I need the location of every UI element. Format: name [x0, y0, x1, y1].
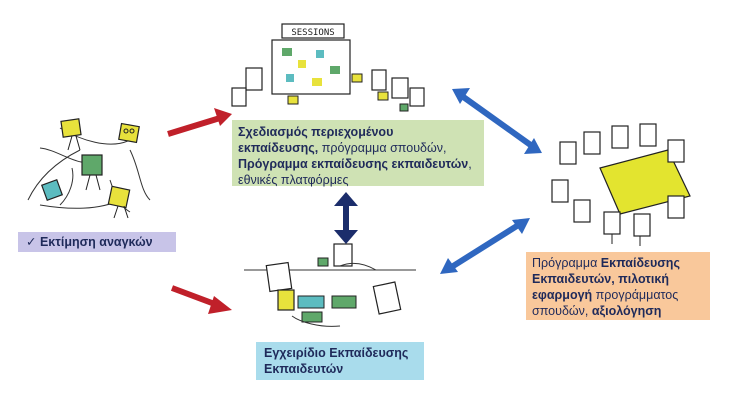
program-line1-normal: Πρόγραμμα — [532, 256, 601, 270]
arrow-manual-meeting — [440, 218, 530, 274]
workshop-group-icon — [244, 243, 416, 327]
program-line4-bold: αξιολόγηση — [591, 304, 662, 318]
program-line3-bold: εφαρμογή — [532, 288, 593, 302]
manual-line2: Εκπαιδευτών — [264, 362, 344, 376]
manual-line1: Εγχειρίδιο Εκπαίδευσης — [264, 346, 409, 360]
program-line4-normal: σπουδών, — [532, 304, 592, 318]
trainer-manual-box: Εγχειρίδιο Εκπαίδευσης Εκπαιδευτών — [256, 342, 424, 380]
design-line1: Σχεδιασμός περιεχομένου — [238, 125, 394, 139]
design-line2-bold: εκπαίδευσης, — [238, 141, 319, 155]
sessions-label: SESSIONS — [291, 28, 334, 38]
program-line2: Εκπαιδευτών, πιλοτική — [532, 272, 669, 286]
meeting-table-icon — [551, 123, 691, 246]
content-design-box: Σχεδιασμός περιεχομένου εκπαίδευσης, πρό… — [232, 120, 484, 187]
sessions-board-icon: SESSIONS — [231, 23, 425, 112]
training-program-box: Πρόγραμμα Εκπαίδευσης Εκπαιδευτών, πιλοτ… — [526, 252, 710, 320]
design-line3-normal: , — [468, 157, 472, 171]
program-line3-normal: προγράμματος — [592, 288, 679, 302]
needs-assessment-box: ✓ Εκτίμηση αναγκών — [18, 232, 176, 252]
people-discussing-icon — [27, 118, 151, 219]
design-line3-bold: Πρόγραμμα εκπαίδευσης εκπαιδευτών — [238, 157, 469, 171]
needs-assessment-label: Εκτίμηση αναγκών — [39, 235, 153, 249]
design-line2-normal: πρόγραμμα σπουδών, — [318, 141, 447, 155]
arrow-needs-to-design — [167, 108, 232, 137]
arrow-design-manual — [334, 192, 358, 244]
program-line1-bold: Εκπαίδευσης — [600, 256, 680, 270]
design-line4: εθνικές πλατφόρμες — [238, 173, 349, 187]
arrow-needs-to-manual — [170, 285, 232, 314]
arrow-design-meeting — [452, 88, 542, 154]
check-icon: ✓ — [26, 235, 37, 249]
